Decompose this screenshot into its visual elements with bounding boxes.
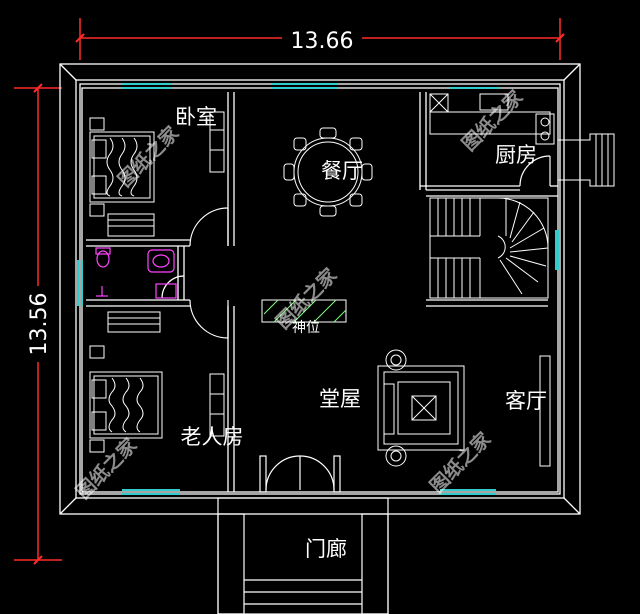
hall-label: 堂屋: [319, 387, 361, 411]
doors: [161, 155, 551, 493]
shrine-table: [261, 299, 347, 323]
living-label: 客厅: [505, 389, 547, 413]
bathroom-fixtures: [95, 247, 177, 299]
width-dimension-label: 13.66: [291, 29, 354, 54]
windows: [77, 83, 559, 495]
sofa-set: [377, 349, 465, 467]
watermark: 图纸之家: [113, 121, 184, 192]
width-dimension: 13.66: [75, 18, 565, 60]
tv-cabinet: [539, 355, 551, 467]
kitchen-fixtures: [429, 93, 555, 145]
height-dimension-label: 13.56: [27, 293, 52, 356]
porch: [217, 497, 389, 614]
watermark: 图纸之家: [425, 427, 496, 498]
bed-top: [89, 111, 225, 237]
side-steps: [558, 133, 615, 187]
shrine-label: 神位: [292, 320, 320, 336]
bed-bottom: [89, 311, 225, 453]
staircase: [429, 197, 549, 299]
porch-label: 门廊: [305, 537, 347, 561]
dining-table: [283, 127, 373, 217]
height-dimension: 13.56: [14, 83, 62, 565]
kitchen-label: 厨房: [495, 143, 537, 167]
shrine-hatch: [263, 299, 347, 323]
elder-room-label: 老人房: [181, 425, 244, 449]
dining-label: 餐厅: [321, 159, 363, 183]
bedroom-label: 卧室: [175, 105, 217, 129]
